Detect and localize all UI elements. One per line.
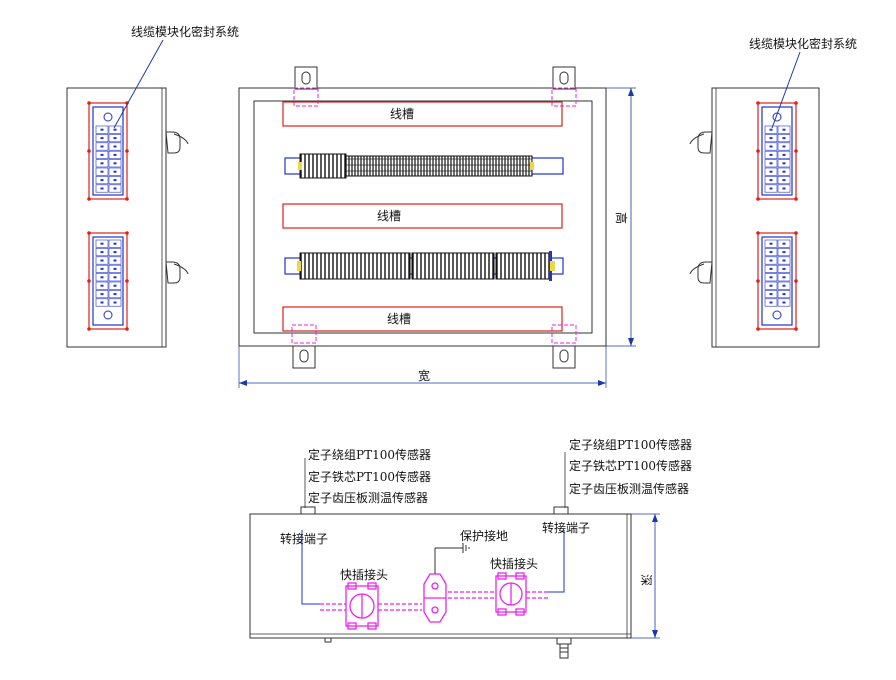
door-handle-lower [165,261,189,284]
left-sensor-2: 定子铁芯PT100传感器 [308,469,431,484]
seal-cells-left-upper [95,125,122,193]
bottom-plug [556,637,572,659]
seal-module-right-lower [756,231,798,331]
depth-dimension [631,513,660,639]
door-handle-upper [165,131,189,154]
wire-trough-3 [282,306,563,332]
wire-trough-3-label: 线槽 [387,312,411,326]
seal-module-left-upper [87,101,129,201]
door-handle-right-upper [689,131,713,154]
callout-text-right: 线缆模块化密封系统 [749,36,857,51]
mounting-lug-top-right [551,66,577,107]
height-label: 高 [614,212,629,224]
width-dimension [238,346,607,388]
bottom-view: 深 定子绕组PT100传感器 定子铁芯PT100传感器 定子齿压板测温传感器 定… [249,437,692,659]
seal-cells-right-upper [764,125,791,193]
left-connector-label: 快插接头 [340,567,388,582]
wire-trough-2 [282,203,563,229]
terminal-block-right [553,506,569,515]
left-sensor-1: 定子绕组PT100传感器 [308,447,431,462]
left-side-view: 线缆模块化密封系统 [66,24,239,348]
door-handle-right-lower [689,261,713,284]
callout-leader-left [113,39,164,129]
terminal-rail-1 [284,153,564,179]
front-view: 线槽 线槽 线槽 [238,66,636,388]
quick-connector-right [495,572,527,616]
quick-connector-left [345,582,379,630]
seal-module-right-upper [756,101,798,201]
right-sensor-1: 定子绕组PT100传感器 [569,437,692,452]
seal-cells-left-lower [95,239,122,307]
ground-label: 保护接地 [460,528,508,543]
right-side-view: 线缆模块化密封系统 [689,36,857,348]
callout-text-left: 线缆模块化密封系统 [131,24,239,39]
left-sensor-3: 定子齿压板测温传感器 [308,490,428,505]
right-connector-label: 快插接头 [490,556,538,571]
mounting-lug-top-left [293,66,319,107]
wire-trough-1-label: 线槽 [390,107,414,121]
right-sensor-2: 定子铁芯PT100传感器 [569,458,692,473]
height-dimension [606,87,636,347]
callout-leader-right [771,51,801,129]
seal-module-left-lower [87,231,129,331]
mounting-lug-bottom-left [291,324,317,369]
terminal-rail-2 [284,251,564,281]
right-sensor-3: 定子齿压板测温传感器 [569,481,689,496]
ground-icon [434,543,470,574]
mounting-lug-bottom-right [551,324,577,369]
left-terminal-label: 转接端子 [280,531,328,546]
depth-label: 深 [639,574,653,586]
width-label: 宽 [418,368,430,383]
wire-trough-2-label: 线槽 [377,209,401,223]
seal-cells-right-lower [764,239,791,307]
terminal-block-left [300,506,316,515]
central-junction [423,573,447,623]
right-terminal-label: 转接端子 [542,520,590,535]
cable-harness [320,572,548,630]
wire-trough-1 [282,101,563,127]
